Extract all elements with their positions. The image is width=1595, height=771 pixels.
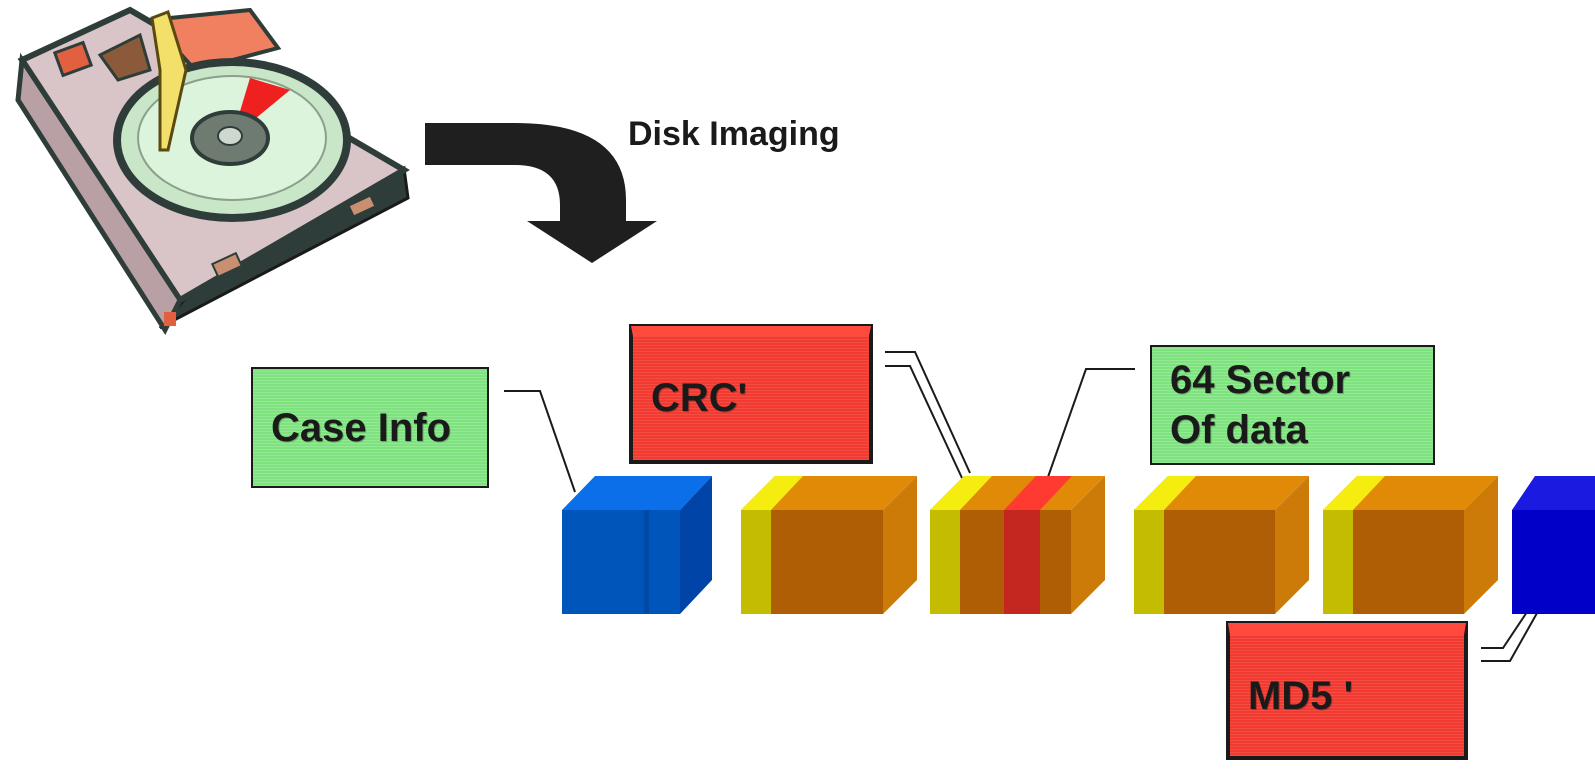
- data-block: [741, 476, 917, 614]
- curved-arrow-icon: [425, 123, 657, 263]
- md5-label-box: MD5 ': [1226, 621, 1468, 760]
- data-block-with-crc: [930, 476, 1105, 614]
- diagram-title: Disk Imaging: [628, 115, 840, 153]
- sector-label-line1: 64 Sector: [1170, 358, 1351, 402]
- crc-label: CRC': [651, 376, 748, 420]
- md5-leader-1: [1481, 599, 1536, 649]
- crc-marker: [1004, 510, 1040, 614]
- hard-drive-icon: [15, 6, 410, 336]
- data-block: [1134, 476, 1309, 614]
- sector-label-line2: Of data: [1170, 408, 1308, 452]
- sector-leader: [1047, 368, 1135, 478]
- md5-block: [1512, 476, 1595, 614]
- crc-leader-2: [885, 365, 963, 479]
- leader-lines: [504, 351, 1542, 662]
- sector-data-label-box: 64 Sector Of data: [1150, 345, 1435, 465]
- md5-leader-2: [1481, 605, 1542, 662]
- md5-label: MD5 ': [1248, 673, 1354, 718]
- data-block: [1323, 476, 1498, 614]
- case-info-block: [562, 476, 712, 614]
- crc-label-box: CRC': [629, 324, 873, 464]
- case-info-label: Case Info: [271, 405, 452, 450]
- case-info-label-box: Case Info: [251, 367, 489, 488]
- crc-leader-1: [885, 351, 971, 474]
- case-info-leader: [504, 390, 576, 493]
